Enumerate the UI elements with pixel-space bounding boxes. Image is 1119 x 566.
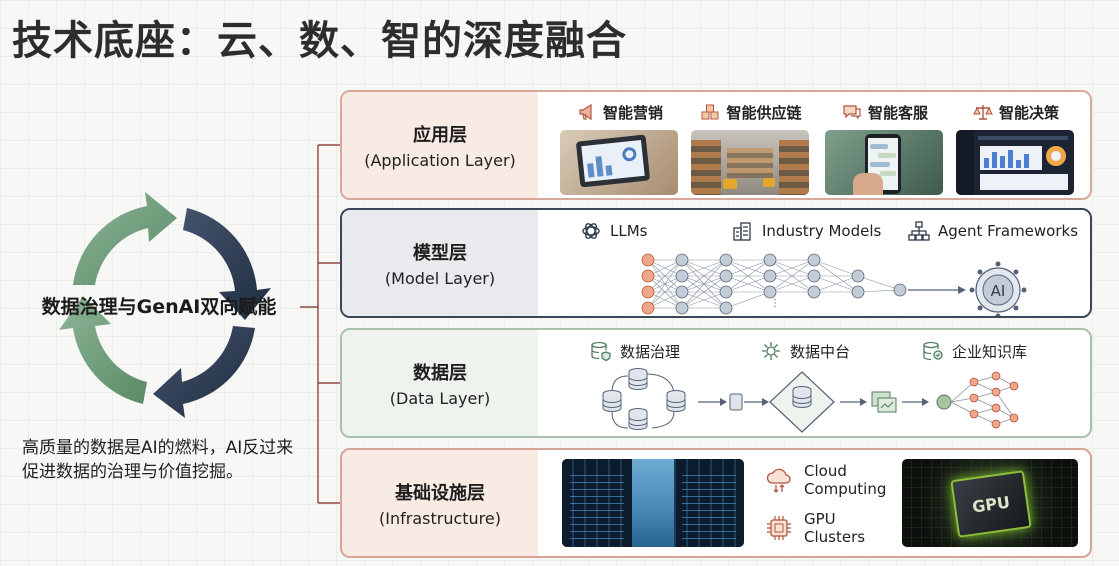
layer-name-en: (Data Layer) [389, 388, 491, 408]
phone-chat-image [825, 130, 943, 195]
app-item-label: 智能供应链 [726, 103, 802, 122]
app-item-label: 智能决策 [998, 103, 1059, 122]
model-layer: 模型层 (Model Layer) LLMs [340, 208, 1092, 318]
layer-name-cn: 模型层 [413, 242, 467, 264]
bidirectional-cycle-arrows-icon [59, 192, 271, 418]
tag-label: 企业知识库 [952, 342, 1028, 361]
layer-name-cn: 基础设施层 [395, 482, 485, 504]
tag-label: 数据中台 [790, 342, 851, 361]
data-flow-diagram [602, 368, 1019, 433]
hierarchy-icon [908, 221, 930, 241]
megaphone-icon [579, 103, 592, 121]
chat-bubble-icon [843, 105, 861, 120]
app-item-label: 智能营销 [602, 103, 663, 122]
tag-label: Agent Frameworks [938, 222, 1079, 240]
tag-agent-frameworks: Agent Frameworks [908, 220, 1078, 242]
app-item-smart-marketing: 智能营销 [560, 100, 680, 195]
app-item-label: 智能客服 [867, 103, 928, 122]
ai-badge: AI [991, 282, 1006, 300]
layer-name-en: (Infrastructure) [379, 508, 501, 528]
application-layer: 应用层 (Application Layer) 智能营销 [340, 90, 1092, 200]
page-title: 技术底座：云、数、智的深度融合 [12, 18, 627, 64]
infrastructure-layer: 基础设施层 (Infrastructure) Cloud Computing [340, 448, 1092, 558]
app-item-smart-customer-service: 智能客服 [825, 100, 945, 195]
gpu-chip-image: GPU [902, 459, 1078, 547]
infra-item-label-line2: Clusters [804, 528, 866, 546]
data-layer-label: 数据层 (Data Layer) [342, 330, 538, 436]
infra-item-label-line2: Computing [804, 480, 887, 498]
infra-item-gpu-clusters: GPU Clusters [764, 510, 865, 546]
layer-name-cn: 数据层 [413, 362, 467, 384]
layer-name-en: (Application Layer) [364, 150, 516, 170]
analytics-dashboard-image [956, 130, 1074, 195]
infrastructure-layer-label: 基础设施层 (Infrastructure) [342, 450, 538, 556]
cycle-label: 数据治理与GenAI双向赋能 [41, 296, 277, 318]
application-layer-label: 应用层 (Application Layer) [342, 92, 538, 198]
tag-data-middle-platform: 数据中台 [760, 340, 850, 362]
scales-icon [973, 105, 993, 120]
model-layer-label: 模型层 (Model Layer) [342, 210, 538, 316]
data-layer: 数据层 (Data Layer) 数据治理 数据中台 [340, 328, 1092, 438]
tag-label: LLMs [610, 222, 648, 240]
neural-network-diagram: ⋮ AI [641, 253, 1027, 316]
llm-knot-icon [582, 223, 600, 239]
infra-item-cloud-computing: Cloud Computing [764, 462, 886, 498]
tag-enterprise-knowledge-base: 企业知识库 [922, 340, 1027, 362]
gpu-chip-text: GPU [970, 492, 1012, 517]
buildings-icon [733, 222, 751, 241]
app-item-smart-supply-chain: 智能供应链 [691, 100, 811, 195]
server-room-image [562, 459, 744, 547]
database-shield-icon [591, 341, 611, 362]
infra-item-label-line1: GPU [804, 510, 836, 528]
tag-data-governance: 数据治理 [590, 340, 680, 362]
cycle-caption: 高质量的数据是AI的燃料，AI反过来促进数据的治理与价值挖掘。 [22, 438, 294, 482]
boxes-icon [701, 104, 719, 120]
warehouse-robots-image [691, 130, 809, 195]
knowledge-base-icon [923, 341, 943, 361]
tablet-dashboard-image [560, 130, 678, 195]
tag-industry-models: Industry Models [732, 220, 881, 242]
layer-name-en: (Model Layer) [384, 268, 496, 288]
tag-label: 数据治理 [620, 342, 681, 361]
infra-item-label-line1: Cloud [804, 462, 847, 480]
tag-llms: LLMs [580, 220, 647, 242]
tag-label: Industry Models [762, 222, 882, 240]
layer-name-cn: 应用层 [413, 124, 467, 146]
svg-text:⋮: ⋮ [770, 298, 780, 309]
cloud-transfer-icon [766, 468, 791, 493]
app-item-smart-decision: 智能决策 [956, 100, 1076, 195]
chip-icon [767, 516, 791, 540]
data-hub-icon [762, 342, 780, 360]
